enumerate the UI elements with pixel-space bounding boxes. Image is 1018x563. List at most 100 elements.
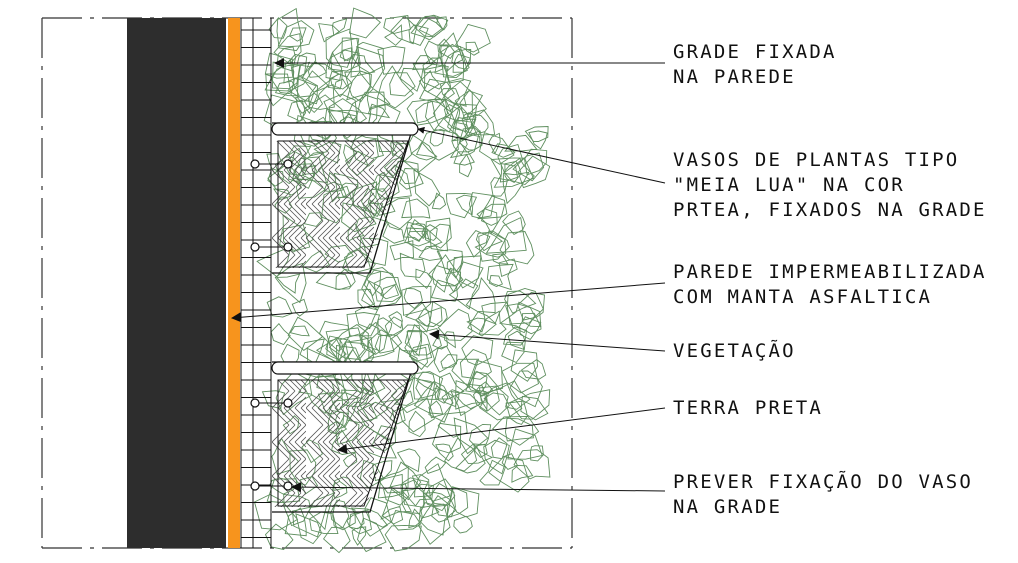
leaf [389,240,414,261]
leaf [268,17,288,39]
leaf [431,422,462,454]
leaf [488,275,504,287]
leaf [357,288,376,309]
leaf [420,502,440,519]
leaf [326,338,347,361]
pot-rim [271,122,419,136]
bolt-head [250,481,260,491]
leaf [346,70,372,101]
leaf [376,65,415,109]
leaf [425,99,448,132]
leaf [451,136,468,156]
leaf [415,100,436,124]
leaf [270,64,302,95]
leaf [408,343,433,362]
leaf [431,504,449,523]
leaf [439,32,464,73]
leaf [390,324,422,353]
leaf [501,341,525,364]
leaf [418,245,443,261]
leaf [437,372,465,400]
leaf [429,129,445,147]
callout-line: TERRA PRETA [673,397,824,419]
leaf [354,306,379,330]
leaf [476,203,506,235]
leaf [295,513,323,545]
leaf [520,395,549,421]
leaf [480,208,498,226]
leaf [284,507,307,537]
leaf [478,310,507,336]
bolt-nut [283,159,293,169]
leaf [455,194,478,216]
bolt-head [250,159,260,169]
leaf [404,323,435,368]
leaf [408,346,428,371]
leaf [505,417,534,442]
leaf [433,345,457,373]
leaf [459,153,473,178]
leaf [443,48,465,84]
leaf [297,74,318,115]
leaf [453,515,473,534]
leaf [401,483,434,507]
leaf [424,64,452,101]
leaf [325,28,353,68]
leaf [511,464,534,483]
leaf [411,474,431,498]
leaf [490,157,535,188]
planter-pot [250,361,419,513]
leaf [446,486,469,519]
leaf [384,524,422,552]
leaf [415,463,451,502]
leaf [465,41,480,56]
leaf [318,320,351,353]
leaf [389,72,416,97]
leaf [502,210,526,235]
leaf [504,134,538,152]
leaf [451,49,472,70]
leaf [498,258,518,278]
leaf [383,14,411,35]
leaf [390,15,418,45]
leaf [349,509,373,535]
bolt-head [250,398,260,408]
callout-line: PAREDE IMPERMEABILIZADA [673,261,987,283]
leaf [377,45,406,75]
leaf [323,526,351,554]
callout-line: COM MANTA ASFALTICA [673,286,933,308]
wall-block [127,18,226,548]
leaf [502,171,530,205]
leaf [499,301,542,335]
leaf [444,437,478,472]
leaf [432,334,448,350]
pot-inner-wall [277,140,409,268]
leaf [528,130,548,150]
leaf [327,37,361,72]
leaf [459,89,487,119]
callout-grade-fixada: GRADE FIXADA NA PAREDE [673,40,837,90]
leaf [517,291,545,321]
leaf [449,130,481,159]
leaf [421,224,438,241]
leaf [408,508,423,529]
leaf [490,177,508,197]
leaf [428,400,444,419]
leaf [332,504,356,531]
leaf [485,216,527,254]
leaf [437,308,473,341]
leaf [503,326,528,346]
leaf [415,379,440,399]
leaf [422,57,444,74]
leaf [422,492,451,512]
leaf [389,461,422,501]
leaf [277,20,315,48]
leaf [327,70,343,90]
leaf [427,254,464,287]
leaf [361,267,402,309]
leaf [443,104,460,122]
leaf [437,411,468,438]
leaf [264,52,294,79]
callout-fixacao: PREVER FIXAÇÃO DO VASO NA GRADE [673,470,973,520]
leaf [483,439,510,475]
